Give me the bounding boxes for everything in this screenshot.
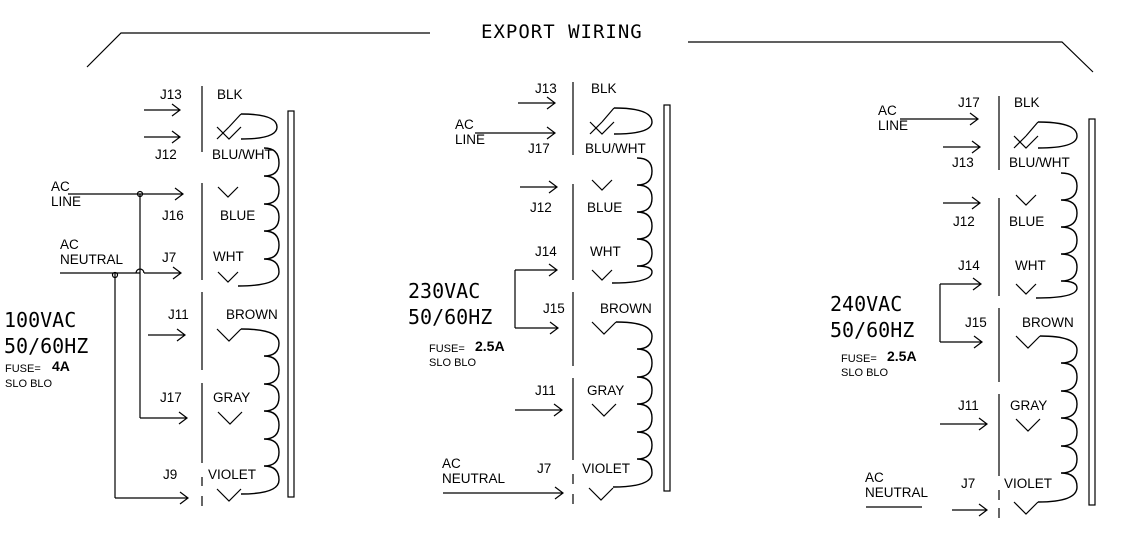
jumper-label: J11 — [535, 383, 556, 398]
voltage-label: 240VAC — [830, 292, 902, 316]
jumper-label: J14 — [958, 258, 980, 273]
terminal-v-connectors — [216, 126, 243, 502]
ac-line-label: LINE — [51, 194, 81, 209]
jumper-label: J16 — [162, 208, 184, 223]
jumper-label: J7 — [537, 461, 551, 476]
voltage-label: 230VAC — [408, 279, 480, 303]
jumper-label: J17 — [160, 390, 182, 405]
jumper-label: J12 — [530, 200, 552, 215]
jumper-label: J7 — [961, 476, 975, 491]
ac-line-label: AC — [455, 117, 474, 132]
jumper-label: J12 — [953, 214, 975, 229]
jumper-label: J12 — [155, 147, 177, 162]
wire-label: WHT — [590, 244, 621, 259]
wiring-routes — [60, 190, 145, 498]
wire-label: BLUE — [587, 200, 622, 215]
wire-label: BLK — [591, 81, 617, 96]
jumper-label: J11 — [958, 398, 979, 413]
jumper-label: J7 — [162, 250, 176, 265]
jumper-label: J15 — [965, 315, 987, 330]
jumper-label: J17 — [958, 95, 980, 110]
fuse-type: SLO BLO — [841, 367, 889, 379]
fuse-value: 2.5A — [887, 348, 917, 364]
wire-label: BROWN — [226, 307, 278, 322]
jumper-label: J14 — [535, 244, 557, 259]
jumper-label: J13 — [952, 155, 974, 170]
transformer-coils — [228, 113, 280, 495]
wire-label: GRAY — [587, 383, 624, 398]
frequency-label: 50/60HZ — [4, 334, 88, 358]
transformer-core — [663, 104, 671, 492]
wire-label: BLK — [217, 87, 243, 102]
wire-label: VIOLET — [582, 461, 630, 476]
ac-neutral-label: AC — [60, 237, 79, 252]
ac-neutral-label: AC — [442, 456, 461, 471]
title-bracket-right — [688, 41, 1094, 73]
ac-line-label: LINE — [455, 132, 485, 147]
transformer-core — [287, 110, 295, 498]
ac-neutral-label: NEUTRAL — [442, 471, 506, 486]
wire-label: BLK — [1014, 95, 1040, 110]
jumper-label: J17 — [528, 141, 550, 156]
wire-label: VIOLET — [1004, 476, 1052, 491]
transformer-coils — [601, 107, 653, 488]
wire-label: BROWN — [600, 301, 652, 316]
fuse-type: SLO BLO — [5, 378, 53, 390]
wire-label: GRAY — [1010, 398, 1047, 413]
wire-label: BLUE — [1009, 214, 1044, 229]
voltage-label: 100VAC — [4, 308, 76, 332]
fuse-type: SLO BLO — [429, 357, 477, 369]
wire-label: BLU/WHT — [1009, 155, 1070, 170]
ac-line-label: AC — [51, 179, 70, 194]
terminal-arrows-left — [866, 112, 988, 517]
ac-neutral-label: NEUTRAL — [865, 485, 929, 500]
fuse-label: FUSE= — [5, 363, 41, 375]
title-bracket-left — [86, 32, 430, 68]
diagram-title: EXPORT WIRING — [481, 21, 643, 43]
fuse-label: FUSE= — [841, 353, 877, 365]
fuse-value: 4A — [52, 358, 70, 374]
jumper-label: J15 — [543, 301, 565, 316]
ac-neutral-label: AC — [865, 470, 884, 485]
ac-line-label: AC — [878, 103, 897, 118]
wire-label: WHT — [213, 249, 244, 264]
diagram-230vac: J13 J17 J12 J14 J15 J11 J7 BLK BLU/WHT B… — [408, 81, 671, 504]
frequency-label: 50/60HZ — [408, 305, 492, 329]
transformer-coils — [1025, 121, 1078, 503]
transformer-core — [1088, 118, 1096, 506]
diagram-240vac: J17 J13 J12 J14 J15 J11 J7 BLK BLU/WHT B… — [830, 95, 1096, 518]
wire-label: BROWN — [1022, 315, 1074, 330]
wire-label: WHT — [1015, 258, 1046, 273]
terminal-v-connectors — [1013, 135, 1041, 515]
frequency-label: 50/60HZ — [830, 318, 914, 342]
wire-label: BLU/WHT — [585, 141, 646, 156]
jumper-label: J9 — [163, 467, 177, 482]
ac-neutral-label: NEUTRAL — [60, 252, 124, 267]
wire-label: VIOLET — [208, 467, 256, 482]
jumper-label: J13 — [535, 81, 557, 96]
jumper-label: J13 — [160, 87, 182, 102]
terminal-arrows-left — [68, 103, 189, 505]
fuse-label: FUSE= — [429, 343, 465, 355]
jumper-label: J11 — [168, 307, 189, 322]
ac-line-label: LINE — [878, 118, 908, 133]
fuse-value: 2.5A — [475, 338, 505, 354]
diagram-100vac: J13 J12 J16 J7 J11 J17 J9 BLK BLU/WHT BL… — [4, 86, 295, 506]
terminal-arrows-left — [443, 96, 564, 500]
terminal-v-connectors — [588, 121, 617, 501]
wire-label: BLUE — [220, 208, 255, 223]
wire-label: GRAY — [213, 390, 250, 405]
wire-label: BLU/WHT — [212, 147, 273, 162]
